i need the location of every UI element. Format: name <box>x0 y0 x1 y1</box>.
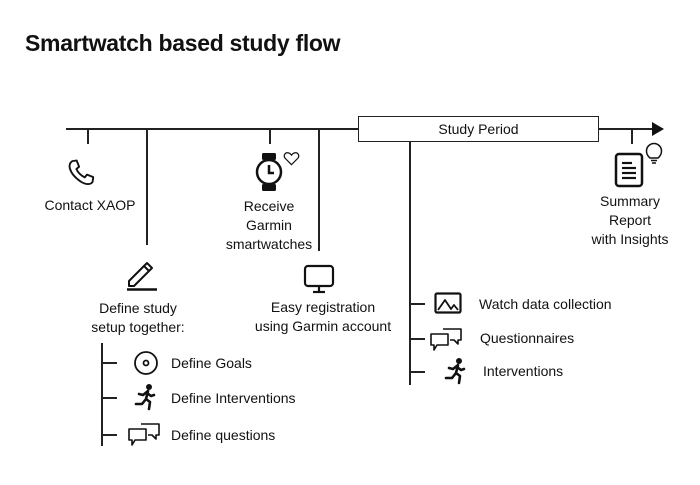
study-item-questionnaires: Questionnaires <box>480 330 575 346</box>
smartwatch-icon <box>255 153 283 191</box>
image-icon <box>434 292 462 314</box>
setup-tick-2 <box>101 397 117 399</box>
step-define-setup-line-2: setup together: <box>91 319 185 335</box>
running-person-icon <box>444 358 466 385</box>
step-contact-label: Contact XAOP <box>44 197 136 213</box>
setup-tick-3 <box>101 434 117 436</box>
setup-item-interventions: Define Interventions <box>171 390 296 406</box>
setup-list-bracket <box>101 343 103 446</box>
step-define-setup-label: Define study setup together: <box>78 299 198 337</box>
step-registration-label: Easy registration using Garmin account <box>240 298 406 336</box>
tick-registration <box>318 128 320 251</box>
tick-study-period <box>409 142 411 385</box>
lightbulb-icon <box>645 142 663 164</box>
setup-tick-1 <box>101 362 117 364</box>
tick-summary <box>631 128 633 144</box>
study-item-watch-data: Watch data collection <box>479 296 612 312</box>
timeline-arrow-icon <box>652 122 664 136</box>
tick-contact <box>87 128 89 144</box>
study-tick-1 <box>409 303 425 305</box>
target-icon <box>134 351 158 375</box>
tick-define-setup <box>146 128 148 245</box>
study-tick-2 <box>409 338 425 340</box>
phone-icon <box>68 159 95 186</box>
report-icon <box>614 152 644 188</box>
step-receive-line-3: smartwatches <box>225 236 313 252</box>
pencil-icon <box>127 262 157 291</box>
step-define-setup-line-1: Define study <box>99 300 177 316</box>
tick-receive <box>269 128 271 144</box>
chat-bubbles-icon <box>430 328 462 351</box>
step-summary-label: Summary Report with Insights <box>575 192 685 249</box>
running-person-icon <box>134 384 156 411</box>
step-registration-line-1: Easy registration <box>270 299 376 315</box>
setup-item-goals: Define Goals <box>171 355 252 371</box>
monitor-icon <box>303 264 335 294</box>
study-item-interventions: Interventions <box>483 363 564 379</box>
heart-icon <box>283 152 300 166</box>
page-title: Smartwatch based study flow <box>25 30 341 56</box>
step-registration-line-2: using Garmin account <box>254 318 392 334</box>
study-tick-3 <box>409 371 425 373</box>
study-period-box: Study Period <box>358 116 599 142</box>
setup-item-questions: Define questions <box>171 427 276 443</box>
chat-bubbles-icon <box>128 423 160 446</box>
step-receive-line-2: Garmin <box>246 217 292 233</box>
step-summary-line-3: with Insights <box>591 231 669 247</box>
step-summary-line-2: Report <box>608 212 652 228</box>
step-receive-label: Receive Garmin smartwatches <box>210 197 328 254</box>
step-receive-line-1: Receive <box>243 198 295 214</box>
step-summary-line-1: Summary <box>600 193 660 209</box>
